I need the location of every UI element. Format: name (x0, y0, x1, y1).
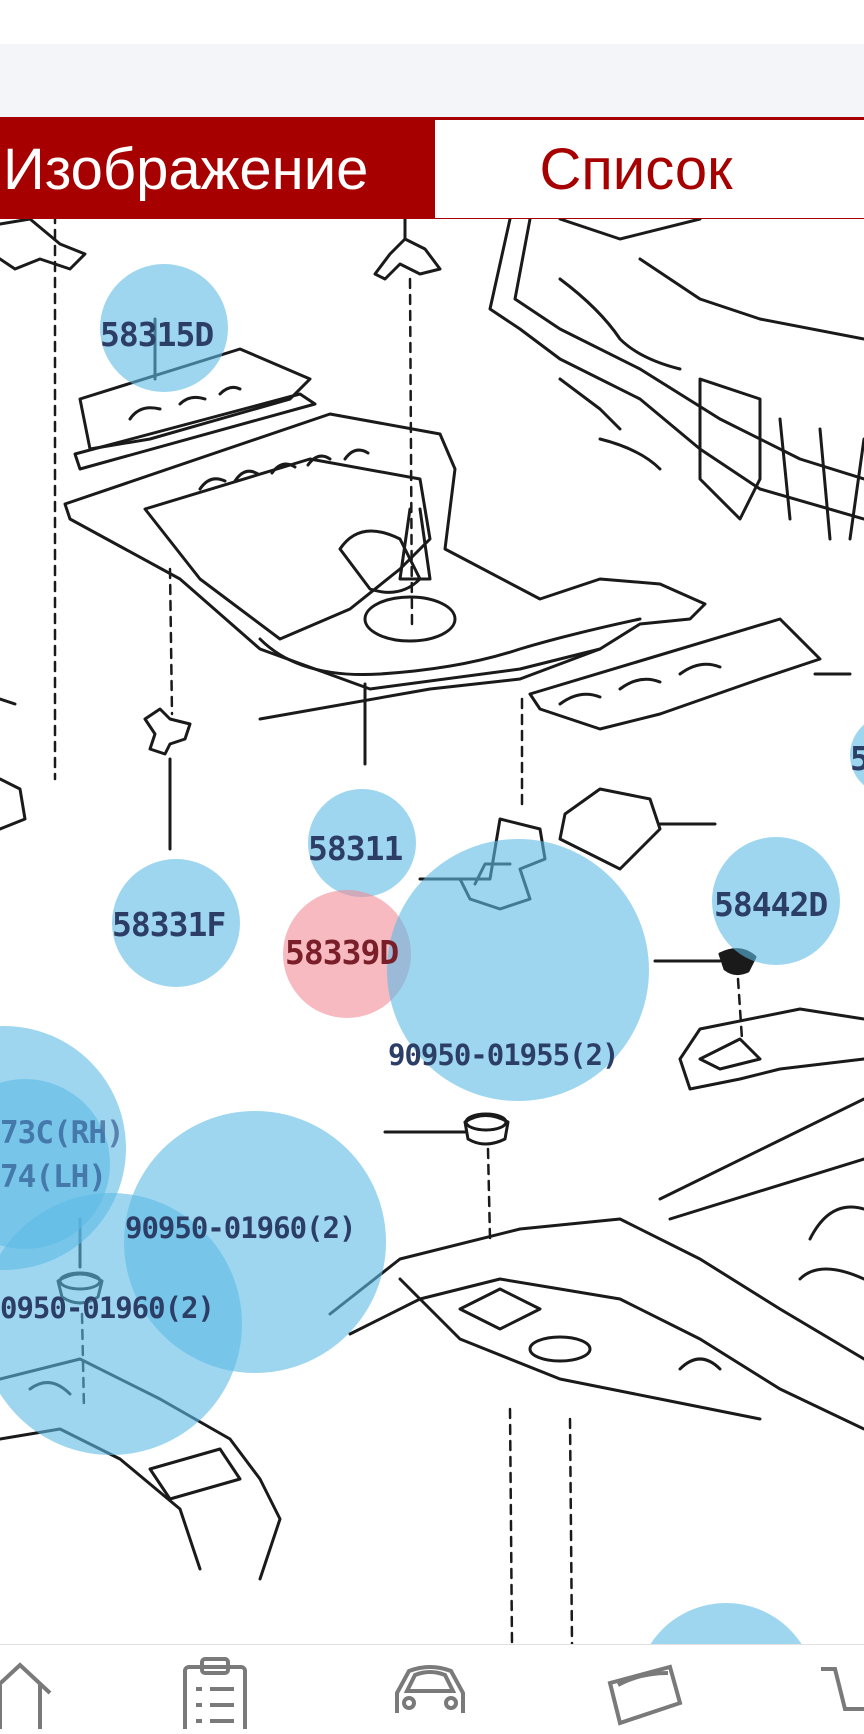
parts-catalog-icon[interactable] (600, 1653, 690, 1729)
parts-diagram[interactable]: 58315D 58311 58331F 58339D 58442D 90950-… (0, 219, 864, 1644)
hotspot-58311[interactable] (308, 789, 416, 897)
part-label-58315d[interactable]: 58315D (100, 315, 214, 354)
part-label-90950-01960-a[interactable]: 90950-01960(2) (125, 1211, 356, 1245)
part-label-58339d[interactable]: 58339D (285, 933, 399, 972)
tab-image[interactable]: Изображение (3, 120, 435, 218)
hotspot-58331f[interactable] (112, 859, 240, 987)
tab-image-label: Изображение (3, 136, 369, 202)
part-label-rh[interactable]: 73C(RH) (0, 1115, 125, 1151)
tab-list-label: Список (539, 136, 733, 202)
tab-list[interactable]: Список (435, 120, 864, 218)
part-label-58311[interactable]: 58311 (308, 829, 403, 868)
part-label-58442d[interactable]: 58442D (714, 885, 828, 924)
part-label-lh[interactable]: 74(LH) (0, 1159, 107, 1195)
view-switch-bar: Изображение Список (0, 44, 864, 221)
clipboard-icon[interactable] (170, 1653, 260, 1734)
hotspot-58442d[interactable] (712, 837, 840, 965)
car-icon[interactable] (385, 1653, 475, 1729)
cart-icon[interactable] (815, 1653, 864, 1729)
view-segmented-control: Изображение Список (0, 117, 864, 221)
home-icon[interactable] (0, 1653, 70, 1729)
part-label-90950-01960-b[interactable]: 0950-01960(2) (0, 1291, 215, 1325)
part-label-58331f[interactable]: 58331F (112, 905, 226, 944)
hotspot-90950-01960-b[interactable] (0, 1193, 242, 1455)
part-label-90950-01955[interactable]: 90950-01955(2) (388, 1038, 619, 1072)
part-label-right-edge[interactable]: 5 (850, 739, 864, 778)
hotspot-58315d[interactable] (100, 264, 228, 392)
bottom-navigation (0, 1644, 864, 1734)
hotspot-90950-01955[interactable] (387, 839, 649, 1101)
status-area (0, 0, 864, 44)
